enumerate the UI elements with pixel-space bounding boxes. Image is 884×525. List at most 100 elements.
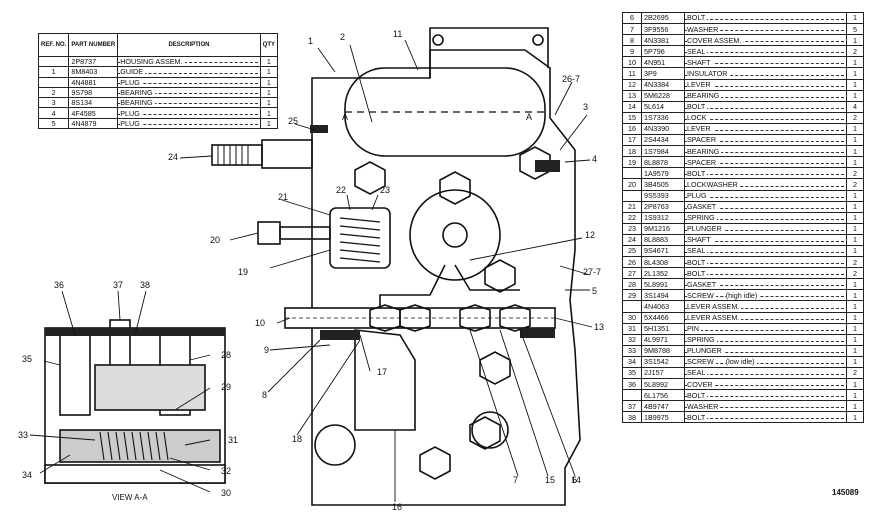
callout-22: 22 — [336, 185, 346, 195]
row-description: WASHER — [684, 400, 847, 413]
row-part-number: 3F9556 — [641, 23, 685, 36]
row-description: PLUG — [684, 189, 847, 202]
row-qty: 2 — [846, 366, 864, 380]
row-ref: 33 — [622, 344, 642, 357]
row-ref: 37 — [622, 400, 642, 413]
row-part-number: 5X4466 — [641, 311, 685, 324]
callout-38: 38 — [140, 280, 150, 290]
callout-34: 34 — [22, 470, 32, 480]
row-ref: 18 — [622, 145, 642, 158]
plug-20 — [257, 221, 281, 245]
row-qty: 1 — [846, 78, 864, 91]
row-part-number: 8M8403 — [68, 66, 119, 78]
row-description: COVER ASSEM. — [684, 34, 847, 47]
row-ref — [622, 389, 642, 402]
row-ref: 8 — [622, 34, 642, 47]
row-description: PIN — [684, 322, 847, 335]
row-qty: 1 — [846, 400, 864, 413]
row-ref: 35 — [622, 366, 642, 380]
lever-disc — [409, 189, 501, 281]
row-qty: 1 — [846, 34, 864, 47]
row-part-number: 4N4063 — [641, 300, 685, 313]
row-qty: 1 — [846, 89, 864, 102]
row-description: SPACER — [684, 156, 847, 169]
row-part-number: 2P8763 — [641, 200, 685, 213]
callout-19: 19 — [238, 267, 248, 277]
row-ref: 21 — [622, 200, 642, 213]
row-description: BOLT — [684, 267, 847, 280]
row-ref: 17 — [622, 134, 642, 147]
row-part-number: 9S5393 — [641, 189, 685, 202]
row-ref: 32 — [622, 333, 642, 346]
row-part-number: 8S134 — [68, 97, 119, 109]
spring-chamber — [329, 207, 391, 269]
row-part-number: 9S798 — [68, 86, 119, 99]
row-ref: 11 — [622, 67, 642, 80]
callout-28: 28 — [221, 350, 231, 360]
row-ref — [37, 76, 70, 88]
row-description: PLUNGER — [684, 344, 847, 357]
row-description: PLUG — [117, 117, 261, 130]
row-part-number: 9S4671 — [641, 244, 685, 258]
row-ref: 4 — [37, 107, 70, 119]
header-ref-no: REF. NO. — [37, 33, 70, 57]
row-description: BEARING — [684, 89, 847, 102]
row-qty: 2 — [846, 256, 864, 269]
callout-25: 25 — [288, 116, 298, 126]
row-ref: 12 — [622, 78, 642, 91]
row-description: BOLT — [684, 100, 847, 113]
row-description: SHAFT — [684, 56, 847, 69]
callout-12: 12 — [585, 230, 595, 240]
row-ref: 2 — [37, 86, 70, 99]
row-description: BOLT — [684, 11, 847, 25]
row-ref — [37, 55, 70, 68]
row-ref: 34 — [622, 355, 642, 369]
row-part-number: 4N4881 — [68, 76, 119, 88]
row-part-number: 8L8878 — [641, 156, 685, 169]
row-ref: 6 — [622, 11, 642, 25]
callout-10: 10 — [255, 318, 265, 328]
row-description: LOCK — [684, 111, 847, 124]
row-qty: 1 — [259, 107, 279, 119]
row-description: SPRING — [684, 211, 847, 224]
row-description: PLUNGER — [684, 222, 847, 235]
row-ref: 19 — [622, 156, 642, 169]
callout-32: 32 — [221, 466, 231, 476]
row-part-number: 3S1494 — [641, 289, 685, 302]
row-description: INSULATOR — [684, 67, 847, 80]
row-qty: 1 — [846, 389, 864, 402]
row-part-number: 4L9971 — [641, 333, 685, 346]
row-description: SEAL — [684, 366, 847, 380]
row-qty: 1 — [846, 289, 864, 302]
row-qty: 1 — [259, 97, 279, 109]
row-ref: 28 — [622, 278, 642, 291]
row-ref: 13 — [622, 89, 642, 102]
row-qty: 1 — [846, 233, 864, 246]
header-part-number: PART NUMBER — [68, 33, 119, 57]
row-qty: 1 — [846, 122, 864, 136]
row-qty: 2 — [846, 111, 864, 124]
row-ref — [622, 189, 642, 202]
callout-27-7: 27-7 — [583, 267, 601, 277]
row-description: LEVER ASSEM. — [684, 300, 847, 313]
callout-37: 37 — [113, 280, 123, 290]
row-qty: 1 — [846, 211, 864, 224]
row-qty: 5 — [846, 23, 864, 36]
row-description: BOLT — [684, 411, 847, 424]
row-part-number: 9M8788 — [641, 344, 685, 357]
